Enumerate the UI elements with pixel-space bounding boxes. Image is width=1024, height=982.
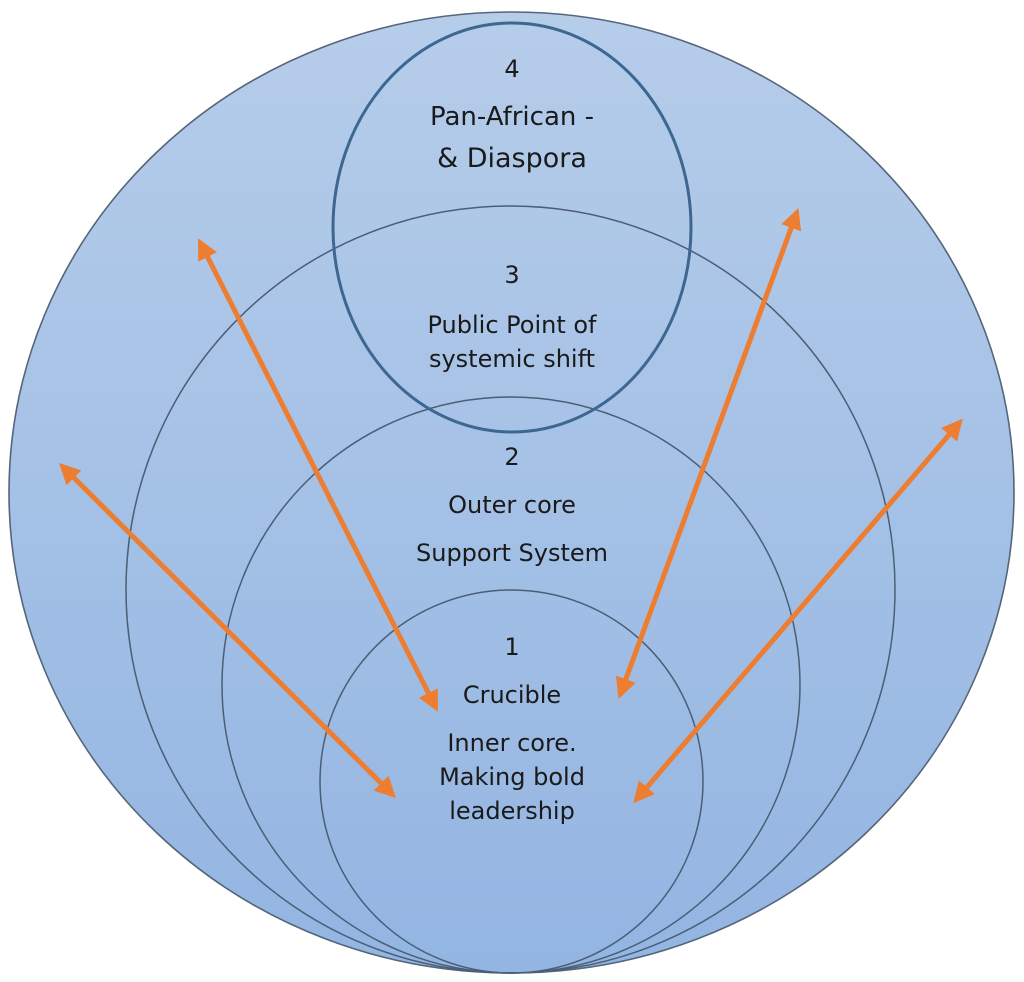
arrow-left-high-icon — [197, 238, 439, 712]
label-4: 4 Pan-African - & Diaspora — [312, 52, 712, 176]
text-support-system: Support System — [416, 539, 608, 567]
number-1: 1 — [504, 633, 520, 661]
number-3: 3 — [504, 261, 520, 289]
text-diaspora: & Diaspora — [437, 143, 587, 174]
label-1: 1 Crucible Inner core. Making bold leade… — [312, 630, 712, 828]
number-4: 4 — [504, 55, 520, 83]
text-leadership: leadership — [449, 797, 575, 825]
text-making-bold: Making bold — [439, 763, 585, 791]
text-systemic-shift: systemic shift — [428, 345, 596, 373]
label-3: 3 Public Point of systemic shift — [312, 258, 712, 376]
number-2: 2 — [504, 443, 520, 471]
label-2: 2 Outer core Support System — [312, 440, 712, 570]
text-pan-african: Pan-African - — [429, 102, 594, 132]
text-outer-core: Outer core — [448, 491, 576, 519]
text-public-point: Public Point of — [427, 311, 597, 339]
text-inner-core: Inner core. — [447, 729, 577, 757]
arrow-right-low-icon — [633, 418, 963, 804]
text-crucible: Crucible — [462, 681, 562, 709]
